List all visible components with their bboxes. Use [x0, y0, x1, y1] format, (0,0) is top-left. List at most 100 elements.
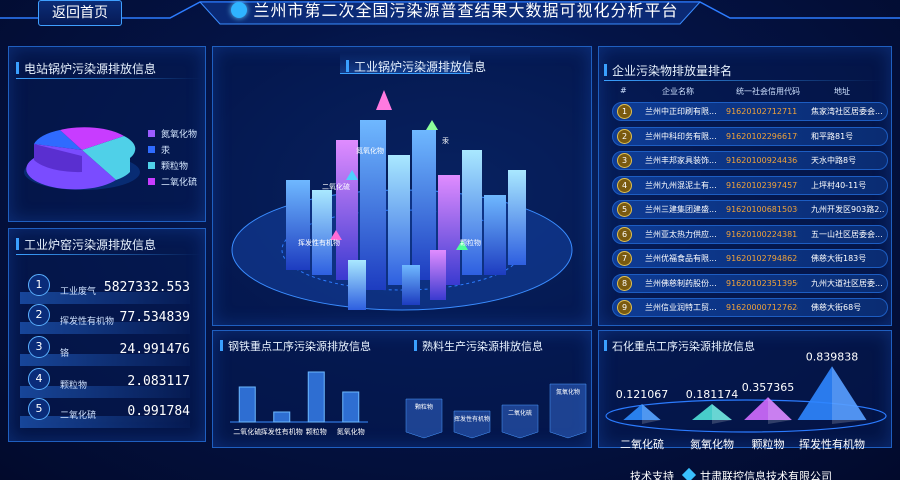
petro-value-label: 0.839838 — [806, 350, 859, 363]
city-label-pm: 颗粒物 — [460, 239, 481, 247]
row-bar — [20, 354, 190, 366]
legend-label: 颗粒物 — [161, 162, 189, 172]
footer-support: 技术支持 — [630, 470, 674, 480]
ranking-code: 916201009244368... — [726, 156, 798, 165]
clinker-label: 二氧化硫 — [508, 409, 532, 417]
row-bar — [20, 322, 190, 334]
col-addr: 地址 — [834, 87, 850, 96]
rank-badge: 2 — [28, 304, 50, 326]
ranking-addr: 九州开发区903路2... — [811, 205, 885, 214]
boiler-legend-pm: 颗粒物 — [148, 159, 188, 172]
petro-pyramid — [797, 366, 867, 420]
ranking-name: 兰州丰邦家具装饰... — [645, 156, 717, 165]
ranking-name: 兰州三建集团建盛... — [645, 205, 717, 214]
col-no: # — [620, 86, 627, 95]
back-home-button[interactable]: 返回首页 — [38, 0, 122, 26]
petro-value-label: 0.181174 — [686, 388, 739, 401]
platform-logo-icon — [231, 2, 248, 18]
petro-base-ring — [605, 399, 887, 433]
petro-pyramid — [744, 397, 792, 420]
row-bar — [20, 416, 190, 428]
petro-category-label: 颗粒物 — [752, 437, 785, 451]
clinker-arrow — [405, 398, 443, 439]
ranking-name: 兰州优福食品有限... — [645, 254, 717, 263]
kiln-row-2: 2 挥发性有机物 77.534839 — [20, 304, 190, 334]
petro-pyramid-shade — [712, 404, 732, 424]
kiln-panel — [8, 228, 206, 442]
ranking-addr: 佛慈大街183号 — [811, 254, 867, 263]
row-label: 挥发性有机物 — [60, 317, 115, 327]
ranking-code: 916201002243813... — [726, 229, 798, 239]
ranking-row[interactable]: 4 兰州九州混泥土有... 916201023974577... 上坪村40-11号 — [612, 175, 888, 195]
ranking-row[interactable]: 8兰州佛慈制药股份...916201023513950...九州大道社区居委..… — [612, 273, 888, 293]
legend-swatch-icon — [148, 162, 155, 169]
petro-pyramid-chart: 0.121067二氧化硫0.181174氮氧化物0.357365颗粒物0.839… — [605, 350, 887, 451]
ranking-addr: 九州大道社区居委... — [811, 278, 883, 288]
petro-value-label: 0.357365 — [742, 381, 795, 394]
steel-tick-label: 二氧化硫 — [233, 427, 261, 436]
ranking-row[interactable]: 6兰州亚太热力供应...916201002243813...五一山社区居委会..… — [612, 224, 888, 244]
ranking-code: 916201027948625... — [726, 254, 798, 263]
ranking-code: 91620102712711 0... — [726, 107, 798, 116]
steel-bar — [238, 386, 256, 423]
ranking-code: 916201023974577... — [726, 180, 798, 190]
petro-category-label: 挥发性有机物 — [799, 437, 865, 451]
ranking-addr: 五一山社区居委会... — [811, 229, 883, 239]
col-code: 统一社会信用代码 — [736, 87, 800, 96]
petro-value-label: 0.121067 — [616, 388, 669, 401]
steel-tick-label: 颗粒物 — [306, 427, 327, 436]
ranking-panel-title: 企业污染物排放量排名 — [604, 62, 732, 79]
petro-pyramid-shade — [768, 397, 792, 424]
ranking-name: 兰州中正印刷有限... — [645, 107, 717, 116]
ranking-no: 4 — [617, 177, 632, 193]
steel-bar — [273, 411, 291, 423]
page-title-text: 兰州市第二次全国污染源普查结果大数据可视化分析平台 — [253, 1, 679, 20]
legend-label: 汞 — [161, 146, 171, 156]
footer-credit: 技术支持 甘肃联控信息技术有限公司 — [630, 467, 832, 480]
rank-badge: 5 — [28, 398, 50, 420]
ranking-no: 5 — [617, 202, 632, 217]
legend-swatch-icon — [148, 146, 155, 153]
company-logo-icon — [681, 467, 697, 480]
petro-pyramid-shade — [832, 366, 867, 424]
kiln-row-4: 4 颗粒物 2.083117 — [20, 368, 190, 398]
header-bar: 返回首页 兰州市第二次全国污染源普查结果大数据可视化分析平台 — [0, 0, 900, 36]
row-label: 颗粒物 — [60, 381, 88, 391]
ranking-table-header: # 企业名称 统一社会信用代码 地址 — [612, 86, 888, 100]
ranking-addr: 焦家湾社区居委会... — [811, 107, 883, 116]
rank-badge: 3 — [28, 336, 50, 358]
ranking-addr: 佛慈大街68号 — [811, 303, 862, 312]
kiln-panel-title: 工业炉窑污染源排放信息 — [16, 236, 156, 253]
rank-badge: 4 — [28, 368, 50, 390]
petro-category-label: 氮氧化物 — [690, 437, 734, 451]
ranking-code: 916201006815036... — [726, 205, 798, 214]
row-value: 77.534839 — [119, 310, 190, 325]
clinker-arrow — [501, 404, 539, 439]
ranking-name: 兰州中科印务有限... — [645, 131, 717, 141]
ranking-name: 兰州九州混泥土有... — [645, 180, 717, 190]
page-title: 兰州市第二次全国污染源普查结果大数据可视化分析平台 — [210, 0, 700, 24]
boiler-panel-title: 电站锅炉污染源排放信息 — [16, 60, 156, 77]
footer-company: 甘肃联控信息技术有限公司 — [700, 470, 832, 480]
legend-label: 氮氧化物 — [161, 130, 198, 140]
steel-panel-title: 钢铁重点工序污染源排放信息 — [220, 338, 371, 354]
ranking-addr: 上坪村40-11号 — [811, 180, 867, 190]
ranking-no: 8 — [617, 275, 632, 291]
ranking-name: 兰州亚太热力供应... — [645, 229, 717, 239]
legend-swatch-icon — [148, 130, 155, 137]
center-panel-title: 工业锅炉污染源排放信息 — [346, 58, 486, 75]
ranking-code: 916201022966179... — [726, 131, 798, 141]
ranking-row[interactable]: 5 兰州三建集团建盛... 916201006815036... 九州开发区903路2… — [612, 200, 888, 219]
petro-pyramid — [623, 404, 661, 420]
row-value: 2.083117 — [127, 374, 190, 389]
steel-bar — [342, 391, 360, 423]
clinker-arrow — [453, 410, 491, 439]
